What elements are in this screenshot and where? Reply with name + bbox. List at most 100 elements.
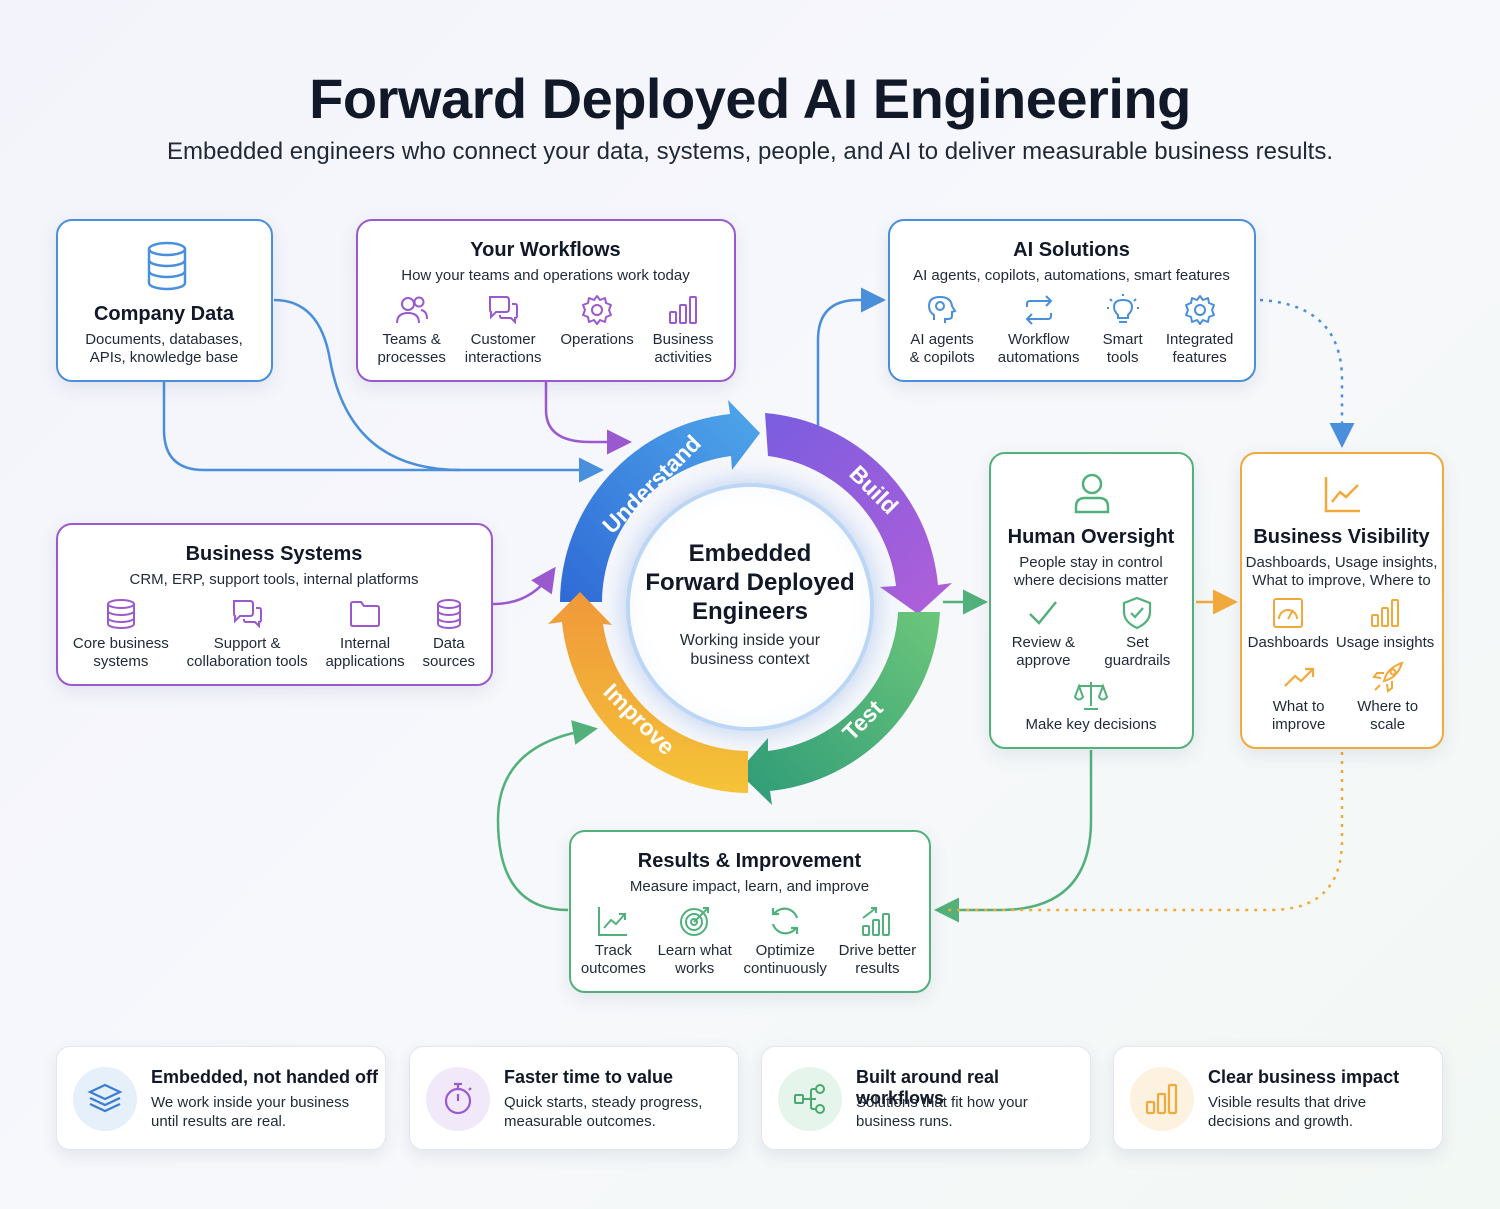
visibility-items-row1: Dashboards Usage insights [1244,596,1438,652]
cycle-understand-arrow [560,400,760,602]
center-circle: Embedded Forward Deployed Engineers Work… [630,487,870,727]
results-card: Results & Improvement Measure impact, le… [569,830,931,993]
company-data-link [162,382,604,483]
database-icon [147,241,187,291]
shield-icon [1123,596,1152,630]
results-item-drive: Drive better results [839,904,916,978]
results-title: Results & Improvement [637,850,862,872]
feature-title: Faster time to value [504,1067,674,1087]
oversight-item-decisions: Make key decisions [991,678,1191,734]
feature-title: Embedded, not handed off [151,1067,378,1087]
company-data-subtitle: Documents, databases, APIs, knowledge ba… [85,331,243,366]
line-chart-icon [1324,477,1360,513]
check-icon [1029,601,1058,625]
cycle-test-arrow [738,612,940,805]
ai-solutions-title: AI Solutions [1013,239,1130,261]
feature-title: Clear business impact [1208,1067,1400,1087]
gauge-icon [1273,598,1304,628]
workflows-title: Your Workflows [470,239,621,261]
business-systems-title: Business Systems [185,543,363,565]
database-icon [106,599,135,629]
human-oversight-card: Human Oversight People stay in control w… [989,452,1194,749]
ai-to-visibility-link [1259,298,1355,448]
systems-item-data: Data sources [423,597,475,671]
growth-bars-icon [862,907,891,936]
ai-solutions-subtitle: AI agents, copilots, automations, smart … [913,267,1230,284]
human-oversight-subtitle: People stay in control where decisions m… [1013,554,1169,589]
ai-item-smart: Smart tools [1103,293,1143,367]
business-visibility-subtitle: Dashboards, Usage insights, What to impr… [1245,554,1438,589]
business-visibility-title: Business Visibility [1253,526,1430,548]
results-subtitle: Measure impact, learn, and improve [629,878,870,895]
visibility-item-dashboards: Dashboards [1248,596,1329,652]
feature-text: Visible results that drive decisions and… [1208,1094,1367,1130]
page-subtitle: Embedded engineers who connect your data… [166,138,1333,165]
ai-solutions-card: AI Solutions AI agents, copilots, automa… [888,219,1256,382]
workflows-link [544,382,632,455]
visibility-item-scale: Where to scale [1357,660,1418,734]
ai-solutions-items: AI agents & copilots Workflow automation… [898,293,1245,367]
trend-up-icon [1283,667,1314,687]
systems-item-core: Core business systems [73,597,169,671]
workflows-item-business: Business activities [653,293,714,367]
brain-icon [928,295,957,323]
oversight-item-review: Review & approve [1012,596,1075,670]
feature-title: Built around real workflows [856,1067,1000,1108]
feature-card-embedded: Embedded, not handed off We work inside … [56,1046,386,1150]
trend-chart-icon [598,907,628,936]
flow-icon [794,1084,825,1114]
bar-chart-icon [1371,599,1400,627]
user-icon [1074,473,1110,514]
center-subtitle: Working inside your business context [679,632,821,668]
workflows-card: Your Workflows How your teams and operat… [356,219,736,382]
business-systems-subtitle: CRM, ERP, support tools, internal platfo… [129,571,419,588]
page-title: Forward Deployed AI Engineering [309,67,1191,130]
systems-item-internal: Internal applications [325,597,405,671]
company-data-title: Company Data [93,303,235,325]
rocket-icon [1371,661,1404,693]
center-title: Embedded Forward Deployed Engineers [645,540,855,625]
repeat-icon [1025,295,1053,325]
feature-text: We work inside your business until resul… [151,1094,350,1130]
ai-item-integrated: Integrated features [1166,293,1233,367]
visibility-items-row2: What to improve Where to scale [1256,660,1434,734]
ai-solutions-link [816,287,886,428]
stopwatch-icon [444,1082,472,1115]
cycle-build-arrow [765,413,952,614]
database-icon [436,599,461,629]
visibility-item-usage: Usage insights [1336,596,1434,652]
feature-card-impact: Clear business impact Visible results th… [1113,1046,1443,1150]
gear-icon [582,295,613,325]
bar-chart-icon [669,296,698,324]
ai-item-agents: AI agents & copilots [910,293,975,367]
workflows-subtitle: How your teams and operations work today [401,267,690,284]
results-item-track: Track outcomes [581,904,646,978]
results-item-learn: Learn what works [658,904,732,978]
company-data-curve [273,298,461,472]
oversight-item-guardrails: Set guardrails [1104,596,1170,670]
results-to-cycle-link [496,720,598,912]
oversight-to-results-link [934,750,1093,923]
business-systems-card: Business Systems CRM, ERP, support tools… [56,523,493,686]
cycle-improve-arrow [548,592,748,793]
folder-icon [350,601,381,627]
ai-item-workflow: Workflow automations [998,293,1080,367]
layers-icon [87,1083,123,1113]
results-item-optimize: Optimize continuously [744,904,827,978]
workflows-item-customer: Customer interactions [465,293,541,367]
feature-text: Quick starts, steady progress, measurabl… [504,1094,703,1130]
workflows-item-operations: Operations [560,293,634,367]
feature-text: Solutions that fit how your business run… [856,1094,1028,1130]
chat-icon [233,600,263,629]
business-systems-link [492,566,556,606]
business-systems-items: Core business systems Support & collabor… [64,597,484,671]
gear-icon [1184,295,1215,325]
workflows-items: Teams & processes Customer interactions … [368,293,723,367]
company-data-card: Company Data Documents, databases, APIs,… [56,219,273,382]
results-items: Track outcomes Learn what works Optimize… [575,904,922,978]
visibility-to-results-link [944,752,1344,912]
systems-item-support: Support & collaboration tools [187,597,308,671]
human-oversight-title: Human Oversight [1007,526,1175,548]
chat-icon [489,296,519,325]
bar-chart-icon [1145,1083,1178,1115]
